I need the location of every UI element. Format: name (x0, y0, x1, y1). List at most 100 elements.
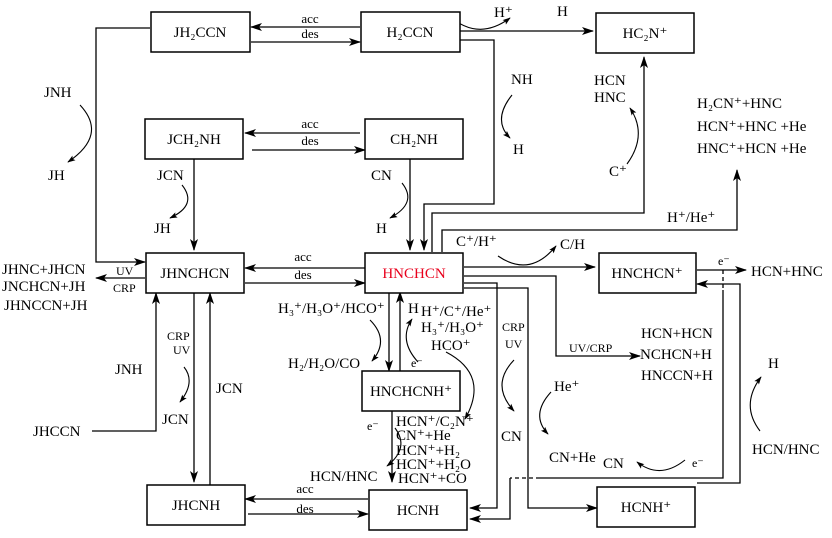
label-acc: acc (296, 481, 314, 496)
label-uv: UV (505, 337, 523, 351)
label-e-minus: e⁻ (692, 456, 704, 470)
arrow-hnchcn-to-hc2n (431, 56, 648, 252)
label-c-h: C/H (560, 237, 585, 253)
label-h2-h2o-co: H₂/H₂O/CO (288, 356, 360, 372)
node-label: JCH₂NH (167, 132, 221, 148)
line-hnchcn-plus-e (540, 290, 724, 479)
label-h3-h3o: H₃⁺/H₃O⁺ (421, 320, 484, 336)
curve-h3-to-h2 (369, 319, 382, 362)
arrow-hnchcn-uv-crp (464, 275, 641, 360)
node-label: HCNH (397, 503, 440, 519)
arrow-jhccn-to-jhnchcn (92, 292, 160, 432)
curve-c-plus-hcn (626, 107, 639, 165)
curved-arrows (67, 14, 762, 472)
product-line: HNC⁺+HCN +He (697, 141, 807, 157)
curve-nh-h (500, 94, 513, 139)
label-hnc: HNC (594, 90, 626, 106)
label-des: des (296, 501, 313, 516)
label-acc: acc (301, 116, 319, 131)
node-hnchcn-plus[interactable]: HNCHCN⁺ (598, 252, 697, 294)
label-hcn: HCN (594, 73, 626, 89)
arrow-hcnh-plus-to-hnchcn-plus (696, 280, 741, 484)
product-line: JHNC+JHCN (2, 262, 86, 278)
connectors (92, 23, 747, 523)
product-line: HCN⁺+H₂O (396, 457, 471, 473)
node-hc2n-plus[interactable]: HC₂N⁺ (595, 12, 695, 54)
product-line: HCN⁺+CO (398, 471, 467, 487)
label-crp: CRP (167, 329, 190, 343)
label-cn: CN (501, 429, 522, 445)
node-label-focus: HNCHCN (382, 266, 446, 282)
label-h-plus-he-plus: H⁺/He⁺ (667, 210, 715, 226)
label-h-plus: H⁺ (494, 5, 513, 21)
curve-he-plus (539, 391, 552, 435)
node-jh2ccn[interactable]: JH₂CCN (150, 11, 251, 53)
label-jcn: JCN (216, 381, 243, 397)
node-jhcnh[interactable]: JHCNH (146, 484, 246, 526)
label-des: des (301, 26, 318, 41)
label-h: H (513, 142, 524, 158)
label-hcn-hnc: HCN/HNC (310, 469, 378, 485)
product-hcn-hnc: HCN+HNC (751, 264, 823, 280)
curve-hcn-hnc-h (749, 376, 762, 432)
product-group-uv-crp: HCN+HCN NCHCN+H HNCCN+H (640, 326, 713, 384)
arrow-jh2ccn-to-jhnchcn (95, 27, 150, 266)
arrow-hnchcn-to-he-products (441, 169, 741, 252)
product-line: HNCCN+H (641, 368, 713, 384)
label-he-plus: He⁺ (554, 379, 579, 395)
node-label: JHCNH (172, 498, 221, 514)
node-ch2nh[interactable]: CH₂NH (364, 118, 464, 160)
label-hco-plus: HCO⁺ (431, 338, 471, 354)
label-cn: CN (371, 168, 392, 184)
node-label: HNCHCN⁺ (611, 266, 682, 282)
product-line: CN⁺+He (396, 428, 451, 444)
label-acc: acc (301, 11, 319, 26)
label-uv-crp: UV/CRP (569, 341, 613, 355)
node-h2ccn[interactable]: H₂CCN (360, 11, 461, 53)
product-group-left: JHNC+JHCN JNCHCN+JH JHNCCN+JH (2, 262, 88, 314)
label-uv: UV (173, 343, 191, 357)
label-h: H (376, 221, 387, 237)
curve-hco-to-hcn-plus (445, 351, 475, 420)
label-e-minus: e⁻ (718, 254, 730, 268)
label-des: des (301, 133, 318, 148)
label-h: H (408, 301, 419, 317)
node-label: JHNCHCN (160, 266, 229, 282)
label-jh: JH (154, 221, 171, 237)
curve-c-plus-h-plus (497, 245, 557, 266)
arrow-hnchcn-to-hcnh-plus (464, 287, 598, 512)
curve-e-cn (636, 459, 686, 472)
label-h-c-he-plus: H⁺/C⁺/He⁺ (421, 304, 491, 320)
label-nh: NH (511, 72, 533, 88)
product-line: JNCHCN+JH (2, 279, 86, 295)
arrow-e-to-hcnh (469, 478, 511, 523)
arrow-h2ccn-to-hnchcn (420, 39, 495, 251)
label-h: H (768, 356, 779, 372)
label-c-plus-h-plus: C⁺/H⁺ (456, 234, 497, 250)
curve-jnh-jh (67, 104, 93, 163)
label-cn: CN (603, 456, 624, 472)
node-label: HNCHCNH⁺ (370, 384, 452, 400)
product-line: NCHCN+H (640, 347, 712, 363)
label-acc: acc (294, 249, 312, 264)
product-line: H₂CN⁺+HNC (697, 96, 782, 112)
label-crp: CRP (502, 320, 525, 334)
label-des: des (294, 267, 311, 282)
label-jh: JH (48, 168, 65, 184)
node-hnchcnh-plus[interactable]: HNCHCNH⁺ (361, 370, 461, 412)
label-jnh: JNH (44, 85, 72, 101)
curve-e-to-h (405, 318, 419, 363)
label-hcn-hnc: HCN/HNC (752, 442, 820, 458)
label-crp: CRP (113, 281, 136, 295)
label-cn-he: CN+He (549, 450, 596, 466)
node-hcnh-plus[interactable]: HCNH⁺ (596, 486, 696, 528)
node-hnchcn[interactable]: HNCHCN (364, 252, 464, 294)
label-jhccn: JHCCN (33, 424, 81, 440)
acc-des-labels: acc des acc des acc des acc des (294, 11, 319, 516)
curve-crp-uv-cn (501, 359, 515, 412)
node-jhnchcn[interactable]: JHNCHCN (145, 252, 245, 294)
product-group-recombination: HCN⁺/C₂N⁺ CN⁺+He HCN⁺+H₂ HCN⁺+H₂O HCN⁺+C… (396, 414, 474, 487)
node-jch2nh[interactable]: JCH₂NH (144, 118, 244, 160)
node-hcnh[interactable]: HCNH (368, 489, 468, 531)
